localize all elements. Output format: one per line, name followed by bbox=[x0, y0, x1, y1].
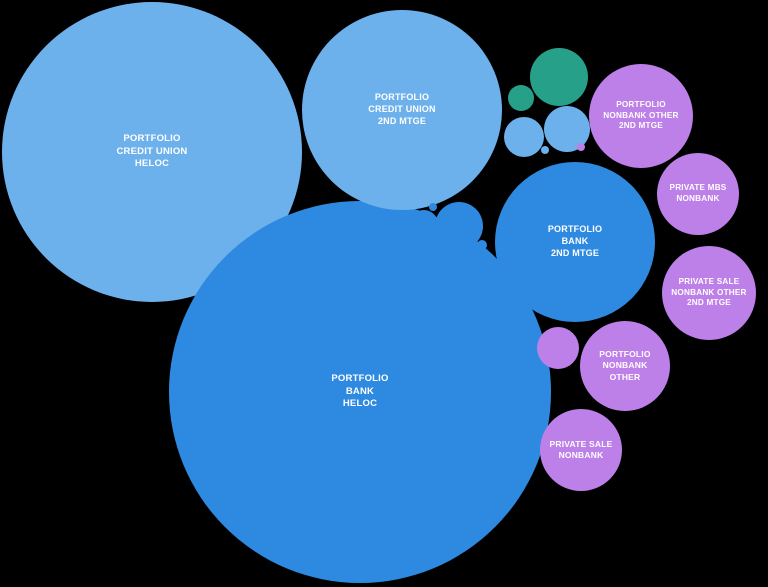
bubble-medium-blue-bubble-dot-left[interactable] bbox=[419, 238, 429, 248]
bubble-label: PORTFOLIO NONBANK OTHER 2ND MTGE bbox=[603, 99, 679, 131]
bubble-portfolio-nonbank-other[interactable]: PORTFOLIO NONBANK OTHER bbox=[580, 321, 670, 411]
bubble-label: PORTFOLIO NONBANK OTHER bbox=[599, 349, 651, 382]
bubble-portfolio-credit-union-2nd-mtge[interactable]: PORTFOLIO CREDIT UNION 2ND MTGE bbox=[302, 10, 502, 210]
bubble-private-sale-nonbank[interactable]: PRIVATE SALE NONBANK bbox=[540, 409, 622, 491]
bubble-label: PORTFOLIO BANK HELOC bbox=[331, 373, 389, 410]
bubble-label: PORTFOLIO CREDIT UNION 2ND MTGE bbox=[368, 92, 436, 126]
bubble-light-blue-bubble-tiny[interactable] bbox=[541, 146, 549, 154]
bubble-purple-bubble-small-mid[interactable] bbox=[537, 327, 579, 369]
bubble-medium-blue-bubble-small-left[interactable] bbox=[410, 210, 438, 238]
bubble-teal-bubble-small[interactable] bbox=[508, 85, 534, 111]
bubble-label: PRIVATE SALE NONBANK bbox=[549, 438, 613, 460]
bubble-private-sale-nonbank-other-2nd-mtge[interactable]: PRIVATE SALE NONBANK OTHER 2ND MTGE bbox=[662, 246, 756, 340]
bubble-private-mbs-nonbank[interactable]: PRIVATE MBS NONBANK bbox=[657, 153, 739, 235]
bubble-portfolio-bank-2nd-mtge[interactable]: PORTFOLIO BANK 2ND MTGE bbox=[495, 162, 655, 322]
bubble-medium-blue-bubble-mid[interactable] bbox=[435, 202, 483, 250]
bubble-light-blue-bubble-left[interactable] bbox=[504, 117, 544, 157]
bubble-label: PORTFOLIO BANK 2ND MTGE bbox=[547, 224, 603, 258]
bubble-label: PRIVATE SALE NONBANK OTHER 2ND MTGE bbox=[671, 276, 747, 308]
bubble-medium-blue-bubble-dot-right[interactable] bbox=[477, 240, 487, 250]
bubble-label: PRIVATE MBS NONBANK bbox=[669, 183, 727, 203]
bubble-label: PORTFOLIO CREDIT UNION HELOC bbox=[116, 133, 188, 170]
bubble-purple-bubble-tiny-top[interactable] bbox=[577, 143, 585, 151]
bubble-portfolio-bank-heloc[interactable]: PORTFOLIO BANK HELOC bbox=[169, 201, 551, 583]
bubble-teal-bubble-large[interactable] bbox=[530, 48, 588, 106]
bubble-medium-blue-bubble-dot-upper[interactable] bbox=[429, 203, 437, 211]
bubble-portfolio-nonbank-other-2nd-mtge[interactable]: PORTFOLIO NONBANK OTHER 2ND MTGE bbox=[589, 64, 693, 168]
